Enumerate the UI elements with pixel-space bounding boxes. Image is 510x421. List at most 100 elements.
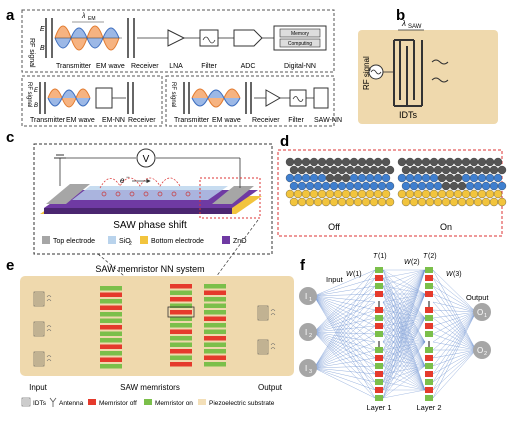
atom: [409, 197, 419, 207]
connection-w1: [313, 333, 376, 369]
layer-cell: [375, 379, 383, 385]
atom: [489, 165, 499, 175]
adc-label: ADC: [241, 63, 256, 70]
atom: [457, 197, 467, 207]
connection-w3: [432, 269, 477, 313]
legend-sio2-sub: 2: [129, 241, 132, 247]
lambda-em-sub: EM: [88, 16, 96, 22]
connection-w3: [432, 317, 477, 351]
output-node-sub: 1: [484, 313, 487, 319]
saw-phase-shift-label: SAW phase shift: [113, 220, 187, 231]
atom: [405, 173, 415, 183]
panel-letter-e: e: [6, 257, 14, 274]
electron-sup: −: [126, 175, 130, 181]
filter-label: Filter: [201, 63, 217, 70]
connection-w2: [382, 269, 426, 343]
connection-w1: [313, 331, 376, 367]
ellipsis-dot: [428, 343, 430, 345]
em-wave-label-2: EM wave: [66, 117, 95, 124]
atom: [421, 189, 431, 199]
connection-w1: [313, 293, 376, 333]
connection-w1: [313, 293, 376, 369]
atoms-on: [397, 157, 507, 207]
idts-label: IDTs: [399, 110, 418, 120]
connection-w1: [313, 293, 376, 297]
memristor-bar: [204, 316, 226, 321]
connection-w3: [432, 293, 477, 313]
connection-w2: [382, 341, 426, 391]
connection-w1: [313, 367, 376, 391]
atom: [365, 173, 375, 183]
layer-cell: [425, 331, 433, 337]
atom: [477, 173, 487, 183]
ellipsis-dot: [378, 301, 380, 303]
idt-legend-icon: [21, 397, 31, 407]
memristor-bar: [100, 364, 122, 369]
atom: [305, 181, 315, 191]
transmitter-label-2: Transmitter: [30, 117, 66, 124]
connection-w1: [313, 277, 376, 369]
connection-w3: [432, 311, 477, 399]
layer-cell: [425, 275, 433, 281]
atom: [417, 197, 427, 207]
memristor-bar: [170, 349, 192, 354]
atom: [369, 165, 379, 175]
connection-w1: [313, 269, 376, 297]
connection-w3: [432, 349, 477, 375]
atom: [433, 181, 443, 191]
atom: [449, 197, 459, 207]
connection-w3: [432, 311, 477, 375]
layer-cell: [425, 395, 433, 401]
layer-cell: [375, 331, 383, 337]
atom: [365, 189, 375, 199]
atom: [481, 181, 491, 191]
legend-antenna: Antenna: [59, 400, 84, 407]
connection-w3: [432, 349, 477, 367]
memristor-bar: [100, 292, 122, 297]
atom: [301, 157, 311, 167]
connection-w3: [432, 311, 477, 383]
connection-w3: [432, 311, 477, 319]
on-label: On: [440, 222, 452, 232]
connection-w1: [313, 309, 376, 333]
connection-w1: [313, 295, 376, 311]
memristor-bar: [100, 338, 122, 343]
output-node: [473, 303, 491, 321]
connection-w1: [313, 331, 376, 399]
atom: [481, 165, 491, 175]
atom: [453, 157, 463, 167]
connection-w1: [313, 331, 376, 383]
output-node-label: O: [477, 308, 483, 317]
atom: [321, 197, 331, 207]
connection-w2: [382, 269, 426, 399]
lambda-saw-label: λ: [401, 19, 406, 28]
atom: [285, 157, 295, 167]
off-label: Off: [328, 222, 340, 232]
atom: [473, 165, 483, 175]
panel-letter-b: b: [396, 7, 405, 24]
rf-source-icon: [368, 64, 384, 80]
atom: [297, 165, 307, 175]
atom: [329, 197, 339, 207]
input-node: [299, 323, 317, 341]
connection-w1: [313, 331, 376, 343]
atom: [325, 173, 335, 183]
atom: [497, 197, 507, 207]
atom: [329, 165, 339, 175]
connection-w1: [313, 349, 376, 369]
atom: [289, 165, 299, 175]
atom: [337, 165, 347, 175]
memristor-bar: [204, 362, 226, 367]
voltmeter-label: V: [143, 154, 150, 165]
layer-cell: [375, 323, 383, 329]
electron-dots: [101, 191, 191, 197]
atom: [353, 165, 363, 175]
connection-w1: [313, 357, 376, 369]
atom: [405, 189, 415, 199]
t2-label: T: [423, 253, 428, 260]
layer-cell: [375, 283, 383, 289]
atom: [485, 157, 495, 167]
atom: [397, 157, 407, 167]
connection-w1: [313, 285, 376, 369]
